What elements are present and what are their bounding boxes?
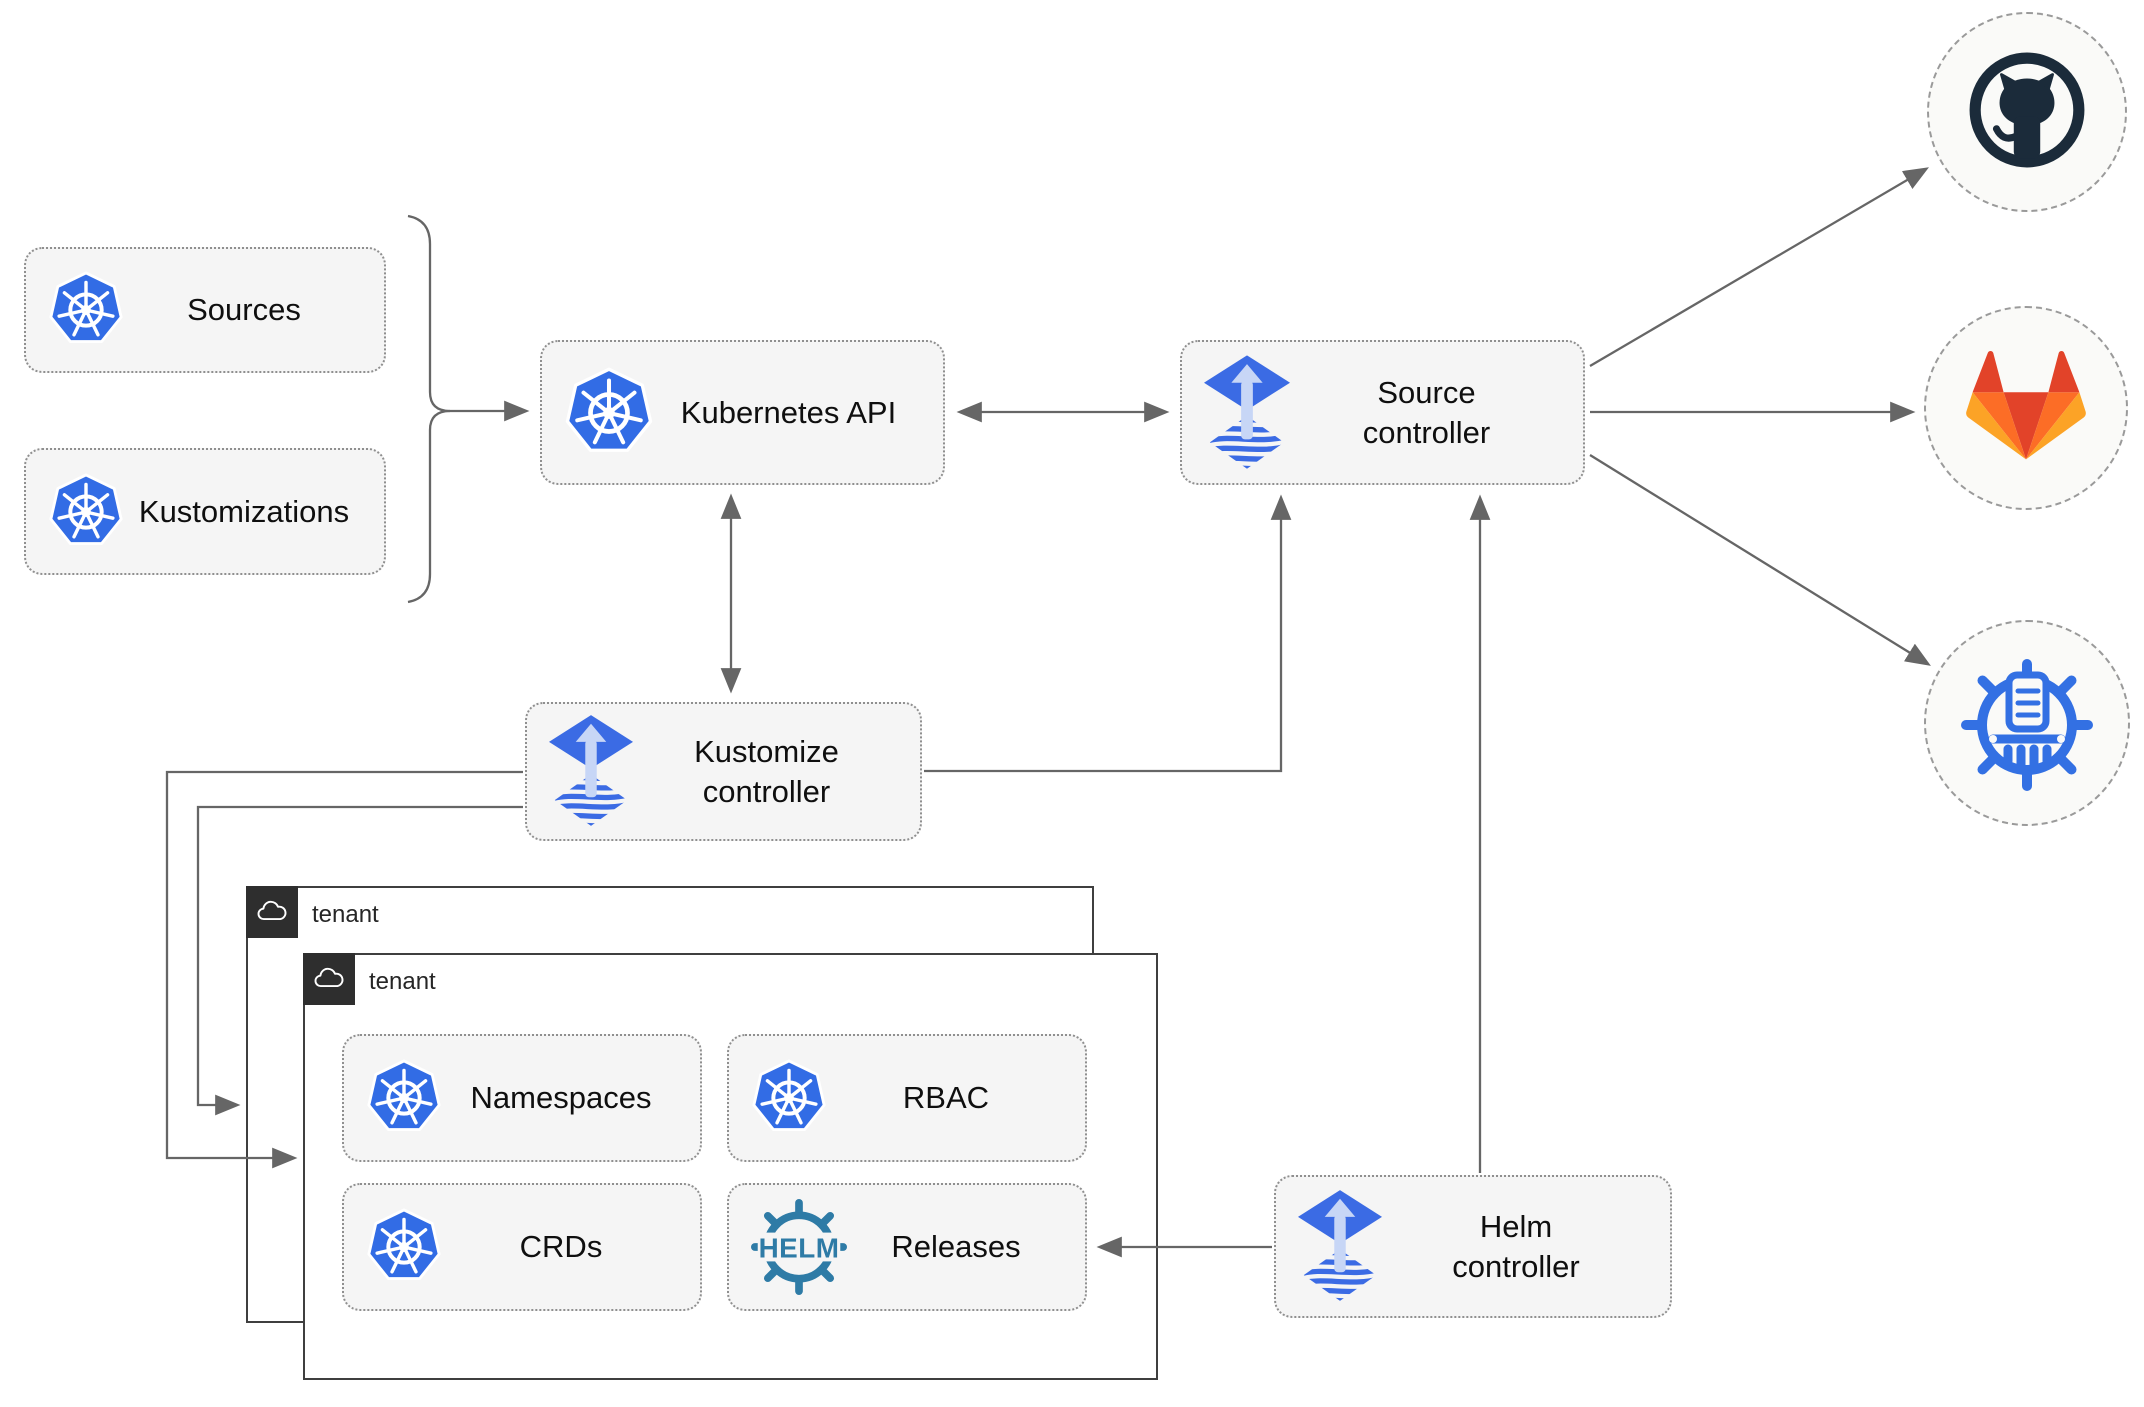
kubernetes-icon <box>48 271 124 349</box>
kubernetes-icon <box>48 473 124 551</box>
chartmuseum-icon <box>1957 651 2097 796</box>
tenant-label: tenant <box>369 968 436 995</box>
node-rbac: RBAC <box>727 1034 1087 1162</box>
node-namespaces: Namespaces <box>342 1034 702 1162</box>
tenant-group-front: tenant <box>302 952 1158 1380</box>
endpoint-chart-repository <box>1924 620 2130 826</box>
flux-icon <box>1298 1190 1382 1303</box>
flux-icon <box>1204 355 1290 471</box>
node-label: Helm controller <box>1452 1208 1580 1284</box>
kubernetes-icon <box>564 367 654 459</box>
github-icon <box>1966 49 2088 176</box>
edge-bracket <box>407 214 530 604</box>
edge-sourcecontroller-github <box>1589 167 1929 367</box>
node-releases: HELM Releases <box>727 1183 1087 1311</box>
node-kustomize-controller: Kustomize controller <box>525 702 922 841</box>
gitlab-icon <box>1964 347 2088 470</box>
endpoint-gitlab <box>1924 306 2128 510</box>
node-label: Namespaces <box>470 1080 652 1116</box>
cloud-icon <box>245 885 298 938</box>
kubernetes-icon <box>366 1059 442 1137</box>
node-label: Kustomizations <box>138 493 350 529</box>
node-label: Sources <box>187 292 301 328</box>
node-label: Source controller <box>1362 374 1491 450</box>
kubernetes-icon <box>751 1059 827 1137</box>
node-label: Kustomize controller <box>694 733 839 809</box>
flux-icon <box>549 715 633 828</box>
endpoint-github <box>1927 12 2127 212</box>
cloud-icon <box>302 952 355 1005</box>
node-label: CRDs <box>519 1229 603 1265</box>
node-kubernetes-api: Kubernetes API <box>540 340 945 485</box>
node-label: RBAC <box>902 1080 990 1116</box>
node-label: Releases <box>891 1229 1021 1265</box>
node-source-controller: Source controller <box>1180 340 1585 485</box>
helm-icon: HELM <box>751 1199 847 1295</box>
node-crds: CRDs <box>342 1183 702 1311</box>
tenant-label: tenant <box>312 901 379 928</box>
node-helm-controller: Helm controller <box>1274 1175 1672 1318</box>
node-sources: Sources <box>24 247 386 373</box>
node-label: Kubernetes API <box>680 394 897 430</box>
edge-sourcecontroller-chartrepo <box>1589 454 1931 666</box>
edge-kustomize-sourcecontroller <box>924 494 1292 773</box>
kubernetes-icon <box>366 1208 442 1286</box>
node-kustomizations: Kustomizations <box>24 448 386 575</box>
helm-logo-text: HELM <box>759 1233 840 1264</box>
